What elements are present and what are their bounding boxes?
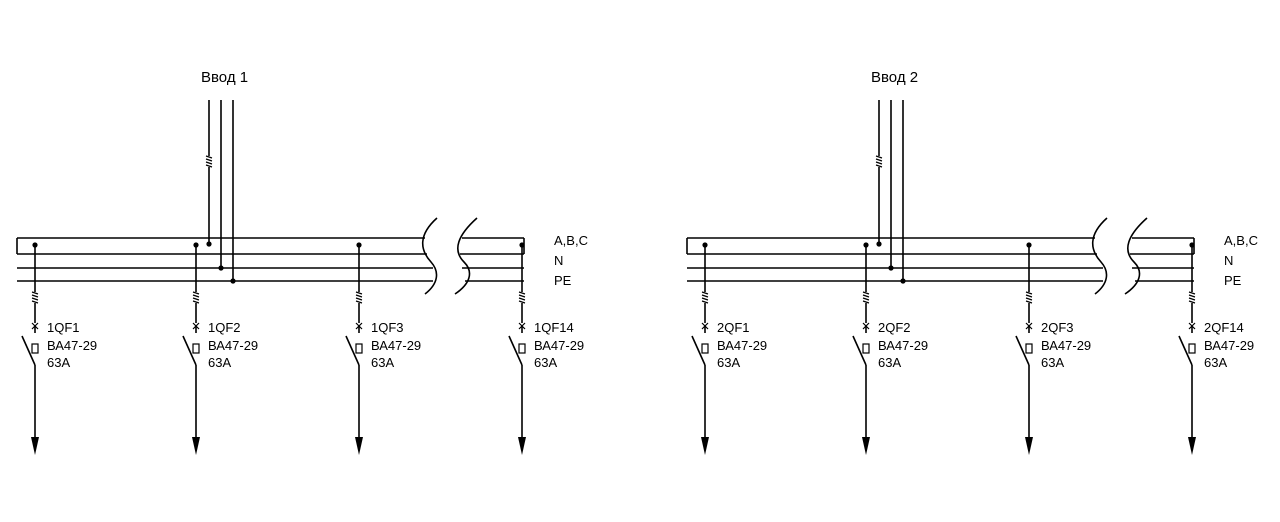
breaker-name: 2QF3 xyxy=(1041,320,1074,335)
junction-dot xyxy=(206,241,212,247)
input-title: Ввод 1 xyxy=(201,69,248,86)
outgoing-arrow-icon xyxy=(862,437,870,455)
bus-break-mark-left xyxy=(421,217,438,295)
breaker-name: 1QF1 xyxy=(47,320,80,335)
breaker-type: ВА47-29 xyxy=(717,338,767,353)
feeder-fuse-icon xyxy=(518,291,526,304)
breaker-name: 2QF2 xyxy=(878,320,911,335)
feeder-fuse-icon xyxy=(1188,291,1196,304)
breaker-trip-icon xyxy=(701,343,709,354)
breaker-type: ВА47-29 xyxy=(1204,338,1254,353)
bus-label-pe: PE xyxy=(1224,273,1242,288)
bus-break-mark-right xyxy=(1124,217,1148,295)
input-fuse-icon xyxy=(875,155,883,168)
bus-label-abc: A,B,C xyxy=(1224,233,1258,248)
breaker-name: 1QF3 xyxy=(371,320,404,335)
breaker-type: ВА47-29 xyxy=(208,338,258,353)
bus-label-abc: A,B,C xyxy=(554,233,588,248)
breaker-rating: 63А xyxy=(878,355,901,370)
breaker-trip-icon xyxy=(1188,343,1196,354)
breaker-blade-icon xyxy=(21,335,36,366)
feeder-fuse-icon xyxy=(701,291,709,304)
outgoing-arrow-icon xyxy=(192,437,200,455)
breaker-trip-icon xyxy=(862,343,870,354)
outgoing-arrow-icon xyxy=(355,437,363,455)
input-title: Ввод 2 xyxy=(871,69,918,86)
breaker-trip-icon xyxy=(1025,343,1033,354)
bus-label-n: N xyxy=(1224,253,1233,268)
breaker-rating: 63А xyxy=(717,355,740,370)
outgoing-arrow-icon xyxy=(1188,437,1196,455)
input-fuse-gap xyxy=(875,150,883,172)
breaker-rating: 63А xyxy=(534,355,557,370)
feeder-fuse-icon xyxy=(355,291,363,304)
breaker-blade-icon xyxy=(852,335,867,366)
junction-dot xyxy=(876,241,882,247)
input-fuse-icon xyxy=(205,155,213,168)
breaker-blade-icon xyxy=(508,335,523,366)
outgoing-arrow-icon xyxy=(1025,437,1033,455)
breaker-blade-icon xyxy=(691,335,706,366)
bus-break-mark-right xyxy=(454,217,478,295)
feeder-fuse-icon xyxy=(1025,291,1033,304)
input-fuse-gap xyxy=(205,150,213,172)
breaker-type: ВА47-29 xyxy=(878,338,928,353)
breaker-blade-icon xyxy=(1015,335,1030,366)
breaker-name: 2QF14 xyxy=(1204,320,1244,335)
feeder-fuse-icon xyxy=(31,291,39,304)
breaker-rating: 63А xyxy=(1041,355,1064,370)
feeder-fuse-icon xyxy=(862,291,870,304)
breaker-name: 1QF14 xyxy=(534,320,574,335)
breaker-blade-icon xyxy=(182,335,197,366)
breaker-type: ВА47-29 xyxy=(371,338,421,353)
outgoing-arrow-icon xyxy=(518,437,526,455)
breaker-name: 2QF1 xyxy=(717,320,750,335)
breaker-type: ВА47-29 xyxy=(1041,338,1091,353)
feeder-fuse-icon xyxy=(192,291,200,304)
outgoing-arrow-icon xyxy=(31,437,39,455)
breaker-trip-icon xyxy=(518,343,526,354)
breaker-type: ВА47-29 xyxy=(534,338,584,353)
breaker-rating: 63А xyxy=(47,355,70,370)
breaker-trip-icon xyxy=(31,343,39,354)
breaker-rating: 63А xyxy=(371,355,394,370)
breaker-trip-icon xyxy=(355,343,363,354)
outgoing-arrow-icon xyxy=(701,437,709,455)
bus-break-mark-left xyxy=(1091,217,1108,295)
breaker-blade-icon xyxy=(345,335,360,366)
breaker-type: ВА47-29 xyxy=(47,338,97,353)
breaker-rating: 63А xyxy=(1204,355,1227,370)
bus-label-pe: PE xyxy=(554,273,572,288)
bus-label-n: N xyxy=(554,253,563,268)
breaker-blade-icon xyxy=(1178,335,1193,366)
breaker-trip-icon xyxy=(192,343,200,354)
breaker-rating: 63А xyxy=(208,355,231,370)
breaker-name: 1QF2 xyxy=(208,320,241,335)
